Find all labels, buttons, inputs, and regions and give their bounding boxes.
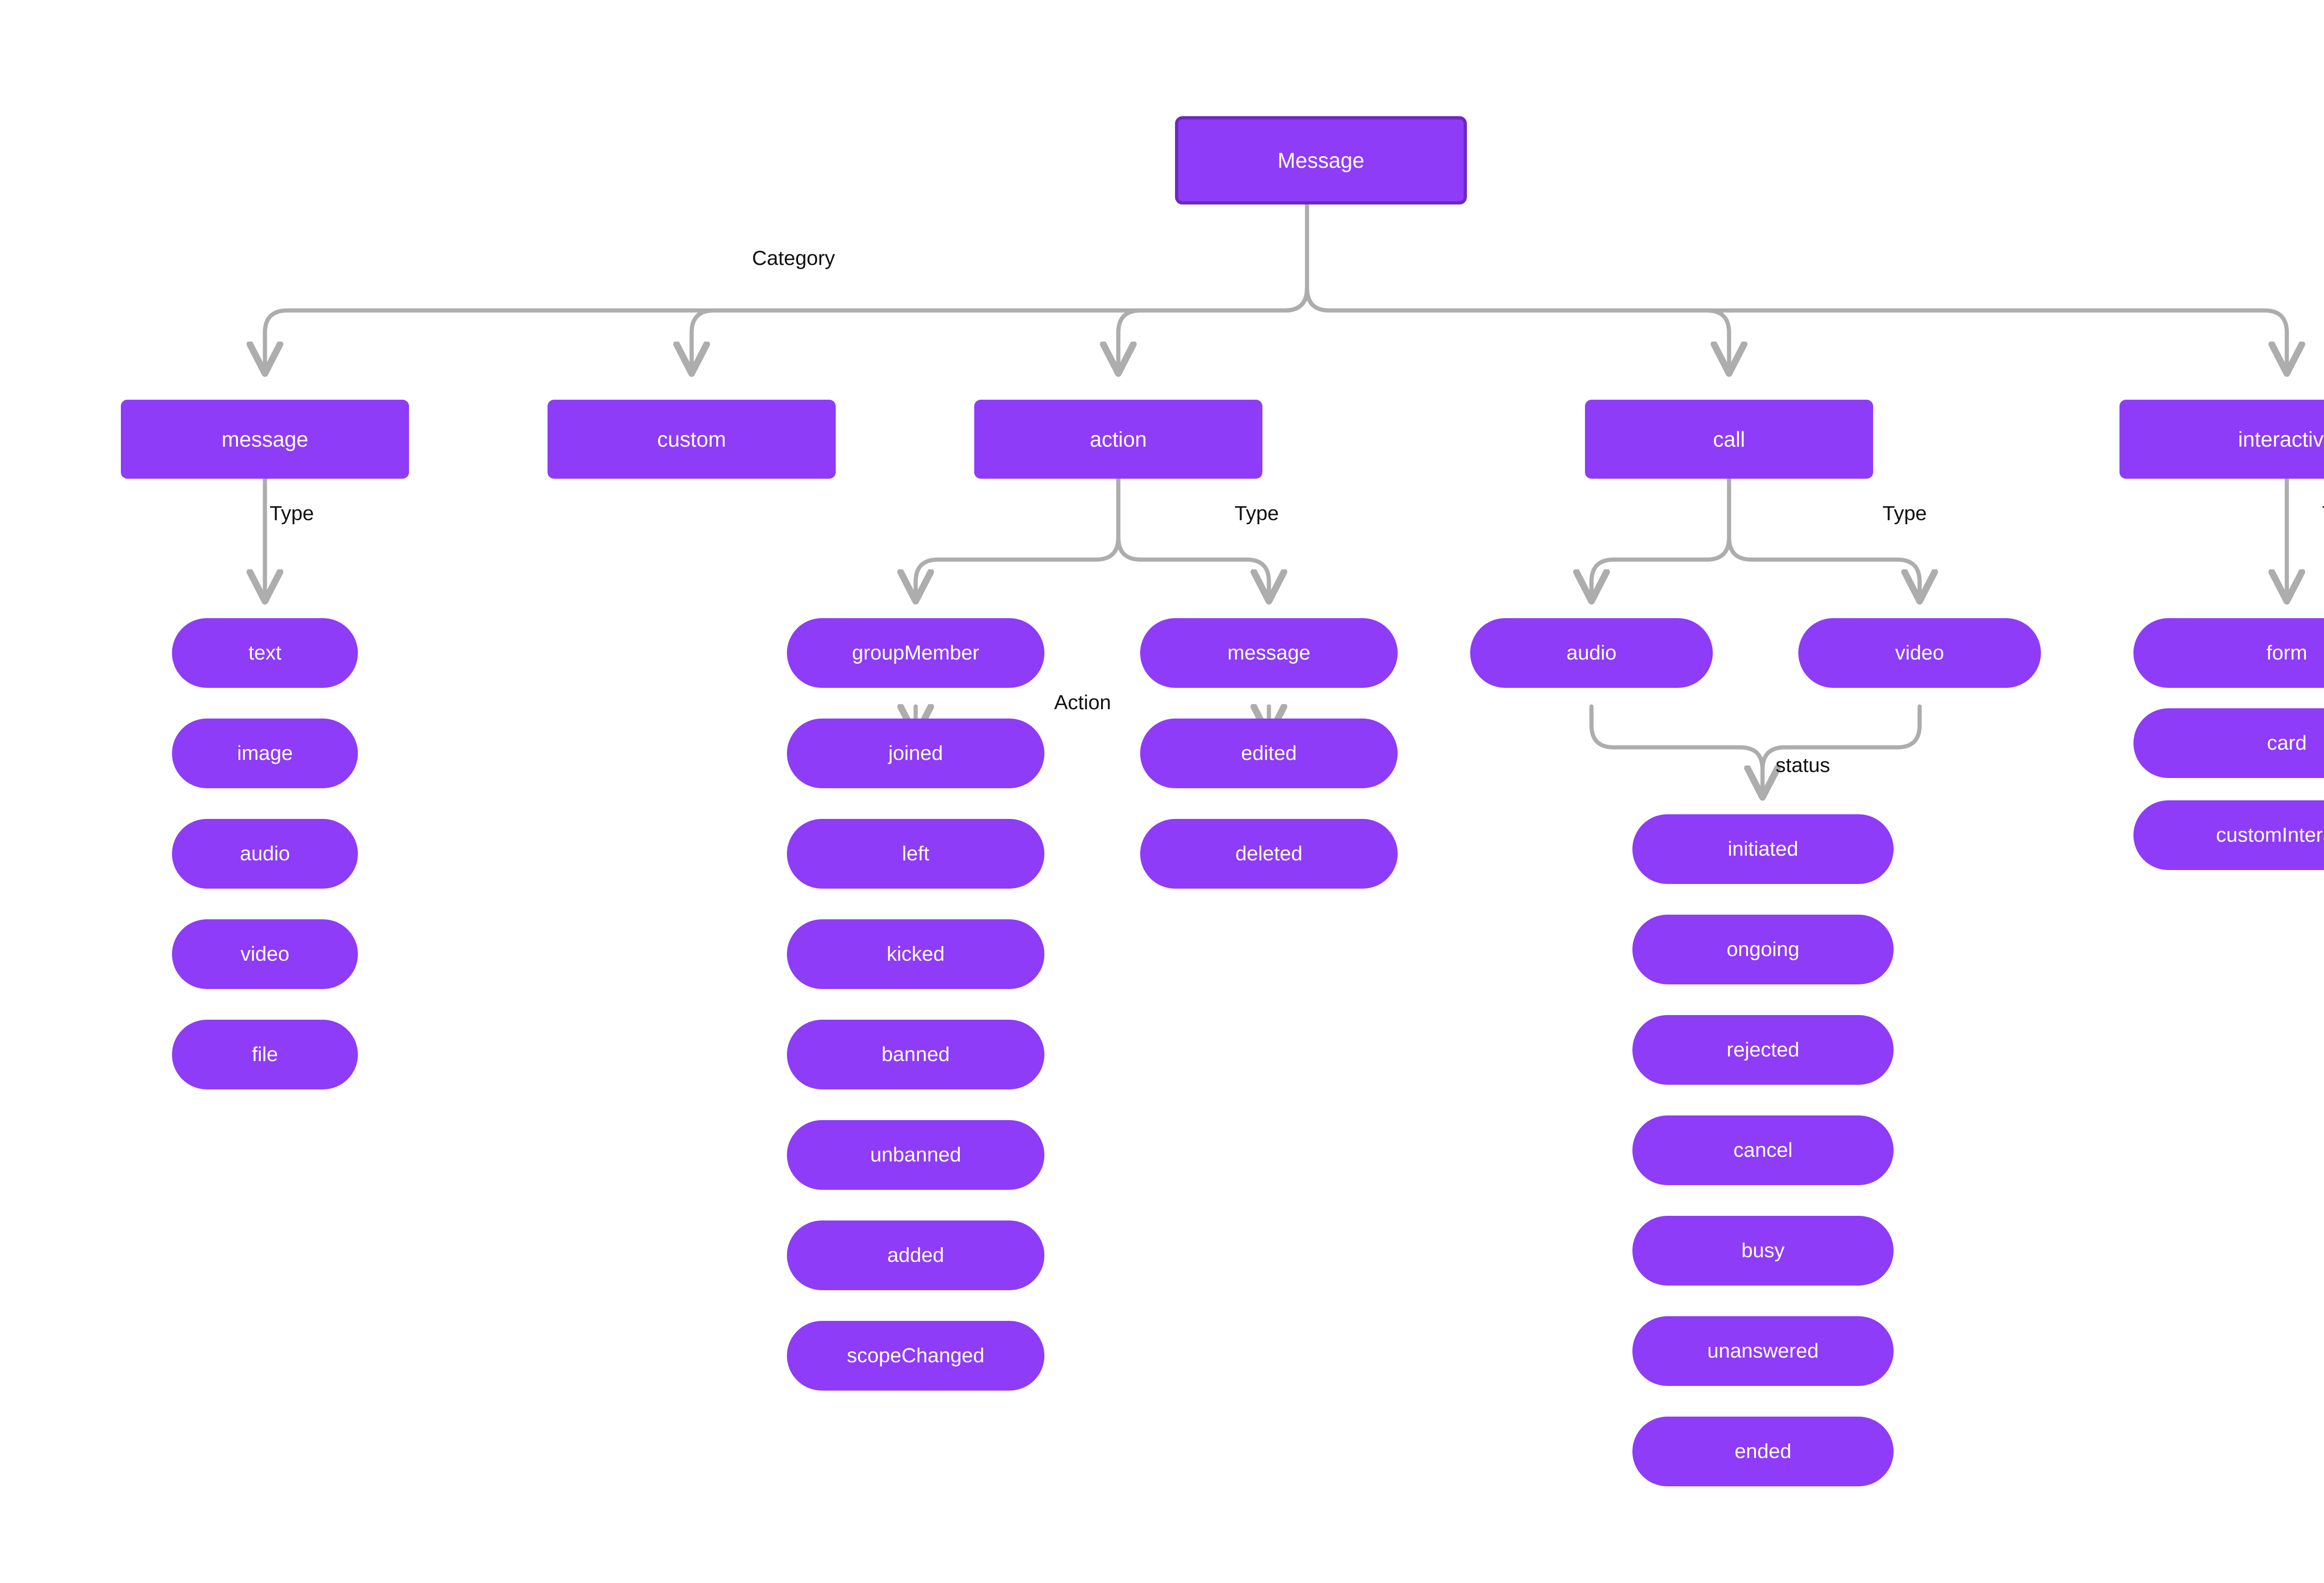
node-message-type-image[interactable]: image bbox=[172, 719, 358, 788]
node-label: file bbox=[251, 1042, 278, 1066]
node-interactive-type-form[interactable]: form bbox=[2133, 618, 2324, 688]
edge-label-type-action: Type bbox=[1235, 502, 1279, 525]
node-call-type-audio[interactable]: audio bbox=[1470, 618, 1713, 688]
node-call-type-video[interactable]: video bbox=[1798, 618, 2041, 688]
node-call-status-unanswered[interactable]: unanswered bbox=[1632, 1316, 1894, 1386]
node-label: custom bbox=[657, 427, 726, 451]
node-message-action-deleted[interactable]: deleted bbox=[1140, 819, 1398, 889]
edge-label-action: Action bbox=[1054, 691, 1111, 714]
node-message-type-text[interactable]: text bbox=[172, 618, 358, 688]
node-label: rejected bbox=[1726, 1038, 1800, 1061]
node-label: card bbox=[2267, 731, 2307, 754]
node-label: ended bbox=[1734, 1439, 1792, 1463]
node-message-type-video[interactable]: video bbox=[172, 919, 358, 989]
node-category-action[interactable]: action bbox=[974, 400, 1262, 479]
node-call-status-cancel[interactable]: cancel bbox=[1632, 1115, 1894, 1185]
node-label: scopeChanged bbox=[846, 1344, 984, 1367]
node-label: busy bbox=[1741, 1239, 1785, 1262]
node-action-type-message[interactable]: message bbox=[1140, 618, 1398, 688]
node-label: unbanned bbox=[870, 1143, 961, 1166]
node-label: banned bbox=[881, 1042, 950, 1066]
node-groupmember-action-unbanned[interactable]: unbanned bbox=[787, 1120, 1044, 1190]
node-call-status-ongoing[interactable]: ongoing bbox=[1632, 915, 1894, 984]
node-label: action bbox=[1089, 427, 1147, 451]
node-root-message[interactable]: Message bbox=[1175, 116, 1467, 204]
node-label: kicked bbox=[886, 942, 945, 965]
node-label: image bbox=[237, 741, 293, 765]
node-label: call bbox=[1713, 427, 1745, 451]
node-category-message[interactable]: message bbox=[121, 400, 409, 479]
node-label: text bbox=[248, 641, 282, 664]
node-label: audio bbox=[240, 842, 290, 865]
node-call-status-initiated[interactable]: initiated bbox=[1632, 814, 1894, 884]
node-label: video bbox=[240, 942, 290, 965]
node-groupmember-action-scopechanged[interactable]: scopeChanged bbox=[787, 1321, 1044, 1391]
node-groupmember-action-joined[interactable]: joined bbox=[787, 719, 1044, 788]
node-label: video bbox=[1895, 641, 1944, 664]
node-label: Message bbox=[1277, 148, 1365, 172]
node-label: interactive bbox=[2238, 427, 2324, 451]
node-category-call[interactable]: call bbox=[1585, 400, 1873, 479]
node-message-type-file[interactable]: file bbox=[172, 1020, 358, 1089]
node-label: added bbox=[887, 1243, 944, 1266]
node-interactive-type-custominteractive[interactable]: customInteractive bbox=[2133, 800, 2324, 870]
node-groupmember-action-kicked[interactable]: kicked bbox=[787, 919, 1044, 989]
node-message-type-audio[interactable]: audio bbox=[172, 819, 358, 889]
node-label: joined bbox=[888, 741, 943, 765]
node-label: ongoing bbox=[1726, 937, 1800, 961]
node-label: message bbox=[1227, 641, 1311, 664]
node-label: form bbox=[2266, 641, 2307, 664]
node-label: audio bbox=[1566, 641, 1617, 664]
node-label: unanswered bbox=[1707, 1339, 1819, 1362]
node-category-interactive[interactable]: interactive bbox=[2119, 400, 2324, 479]
node-action-type-groupmember[interactable]: groupMember bbox=[787, 618, 1044, 688]
node-groupmember-action-added[interactable]: added bbox=[787, 1220, 1044, 1290]
node-call-status-busy[interactable]: busy bbox=[1632, 1216, 1894, 1286]
node-interactive-type-card[interactable]: card bbox=[2133, 708, 2324, 778]
edge-label-type-message: Type bbox=[270, 502, 314, 525]
edge-label-status: status bbox=[1776, 754, 1830, 777]
node-call-status-rejected[interactable]: rejected bbox=[1632, 1015, 1894, 1085]
node-groupmember-action-left[interactable]: left bbox=[787, 819, 1044, 889]
node-label: deleted bbox=[1235, 842, 1303, 865]
edge-label-type-call: Type bbox=[1882, 502, 1927, 525]
node-label: left bbox=[902, 842, 930, 865]
edge-label-type-interactive: Type bbox=[2322, 503, 2324, 524]
node-label: cancel bbox=[1733, 1138, 1793, 1161]
edge-label-category: Category bbox=[752, 247, 835, 270]
node-call-status-ended[interactable]: ended bbox=[1632, 1417, 1894, 1486]
node-label: edited bbox=[1241, 741, 1297, 765]
node-groupmember-action-banned[interactable]: banned bbox=[787, 1020, 1044, 1089]
node-label: message bbox=[221, 427, 309, 451]
node-message-action-edited[interactable]: edited bbox=[1140, 719, 1398, 788]
node-label: customInteractive bbox=[2216, 823, 2324, 846]
node-label: initiated bbox=[1728, 837, 1798, 860]
node-label: groupMember bbox=[852, 641, 979, 664]
node-category-custom[interactable]: custom bbox=[548, 400, 836, 479]
